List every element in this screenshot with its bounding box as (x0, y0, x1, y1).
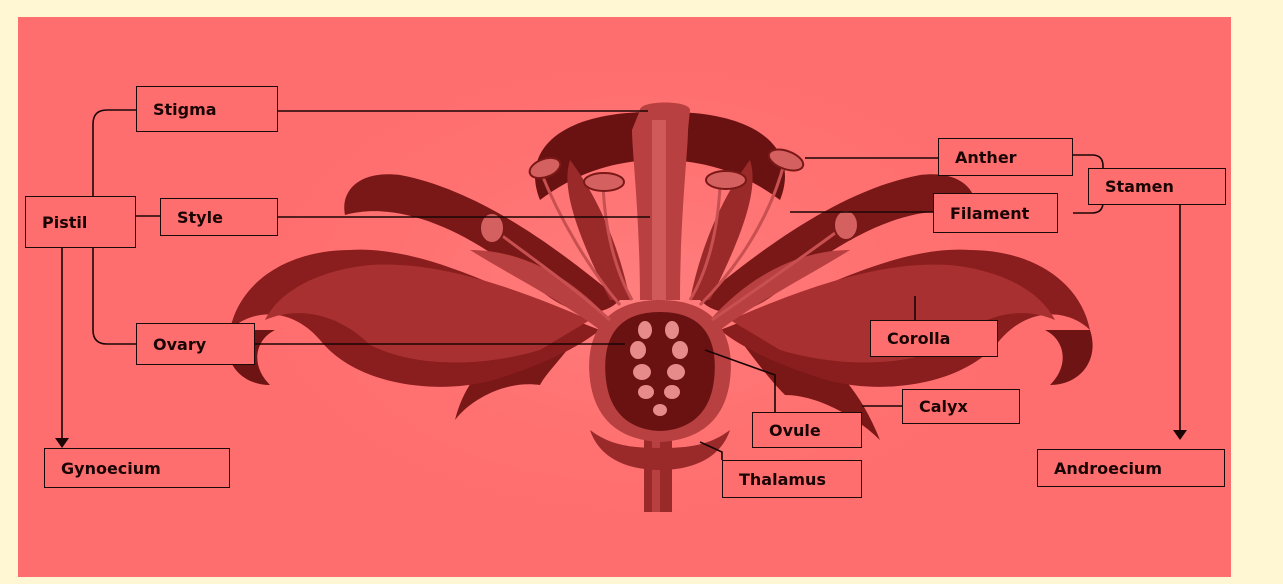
anther-label: Anther (938, 138, 1073, 176)
filament-label: Filament (933, 193, 1058, 233)
thalamus-label: Thalamus (722, 460, 862, 498)
corolla-label: Corolla (870, 320, 998, 357)
stamen-label: Stamen (1088, 168, 1226, 205)
pistil-label: Pistil (25, 196, 136, 248)
ovule-label: Ovule (752, 412, 862, 448)
calyx-label: Calyx (902, 389, 1020, 424)
gynoecium-label: Gynoecium (44, 448, 230, 488)
style-label: Style (160, 198, 278, 236)
ovary-shape (589, 300, 731, 442)
stigma-label: Stigma (136, 86, 278, 132)
ovary-label: Ovary (136, 323, 255, 365)
androecium-label: Androecium (1037, 449, 1225, 487)
